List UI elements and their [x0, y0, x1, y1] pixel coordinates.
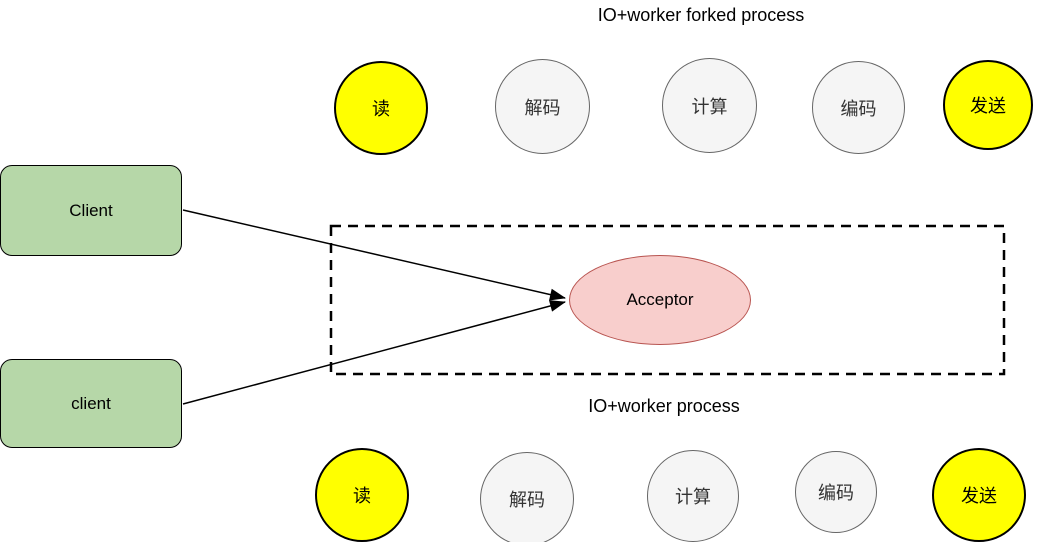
stage-label: 解码 — [524, 97, 561, 118]
acceptor-label: Acceptor — [626, 290, 694, 309]
stage-label: 读 — [372, 99, 390, 119]
stage-compute-bottom: 计算 — [647, 450, 739, 542]
stage-read-bottom: 读 — [315, 448, 409, 542]
stage-read-top: 读 — [334, 61, 428, 155]
forked-process-title: IO+worker forked process — [597, 5, 805, 25]
main-process-title: IO+worker process — [588, 396, 740, 416]
stage-label: 发送 — [961, 486, 997, 506]
stage-label: 计算 — [675, 487, 711, 507]
stage-encode-top: 编码 — [812, 61, 905, 154]
arrow-client2-to-acceptor — [182, 300, 566, 405]
stage-label: 读 — [353, 486, 371, 506]
stage-send-top: 发送 — [943, 60, 1033, 150]
stage-compute-top: 计算 — [662, 58, 757, 153]
stage-label: 发送 — [970, 96, 1006, 116]
stage-label: 解码 — [509, 490, 545, 510]
stage-label: 编码 — [840, 98, 877, 119]
arrow-client1-to-acceptor — [182, 209, 566, 301]
stage-decode-bottom: 解码 — [480, 452, 574, 542]
stage-label: 计算 — [691, 96, 728, 117]
stage-decode-top: 解码 — [495, 59, 590, 154]
client-label: Client — [69, 200, 113, 220]
client-label: client — [71, 393, 111, 413]
client-box-2: client — [0, 359, 182, 448]
client-box-1: Client — [0, 165, 182, 256]
stage-send-bottom: 发送 — [932, 448, 1026, 542]
stage-encode-bottom: 编码 — [795, 451, 877, 533]
acceptor-node: Acceptor — [569, 255, 751, 345]
stage-label: 编码 — [818, 483, 854, 503]
